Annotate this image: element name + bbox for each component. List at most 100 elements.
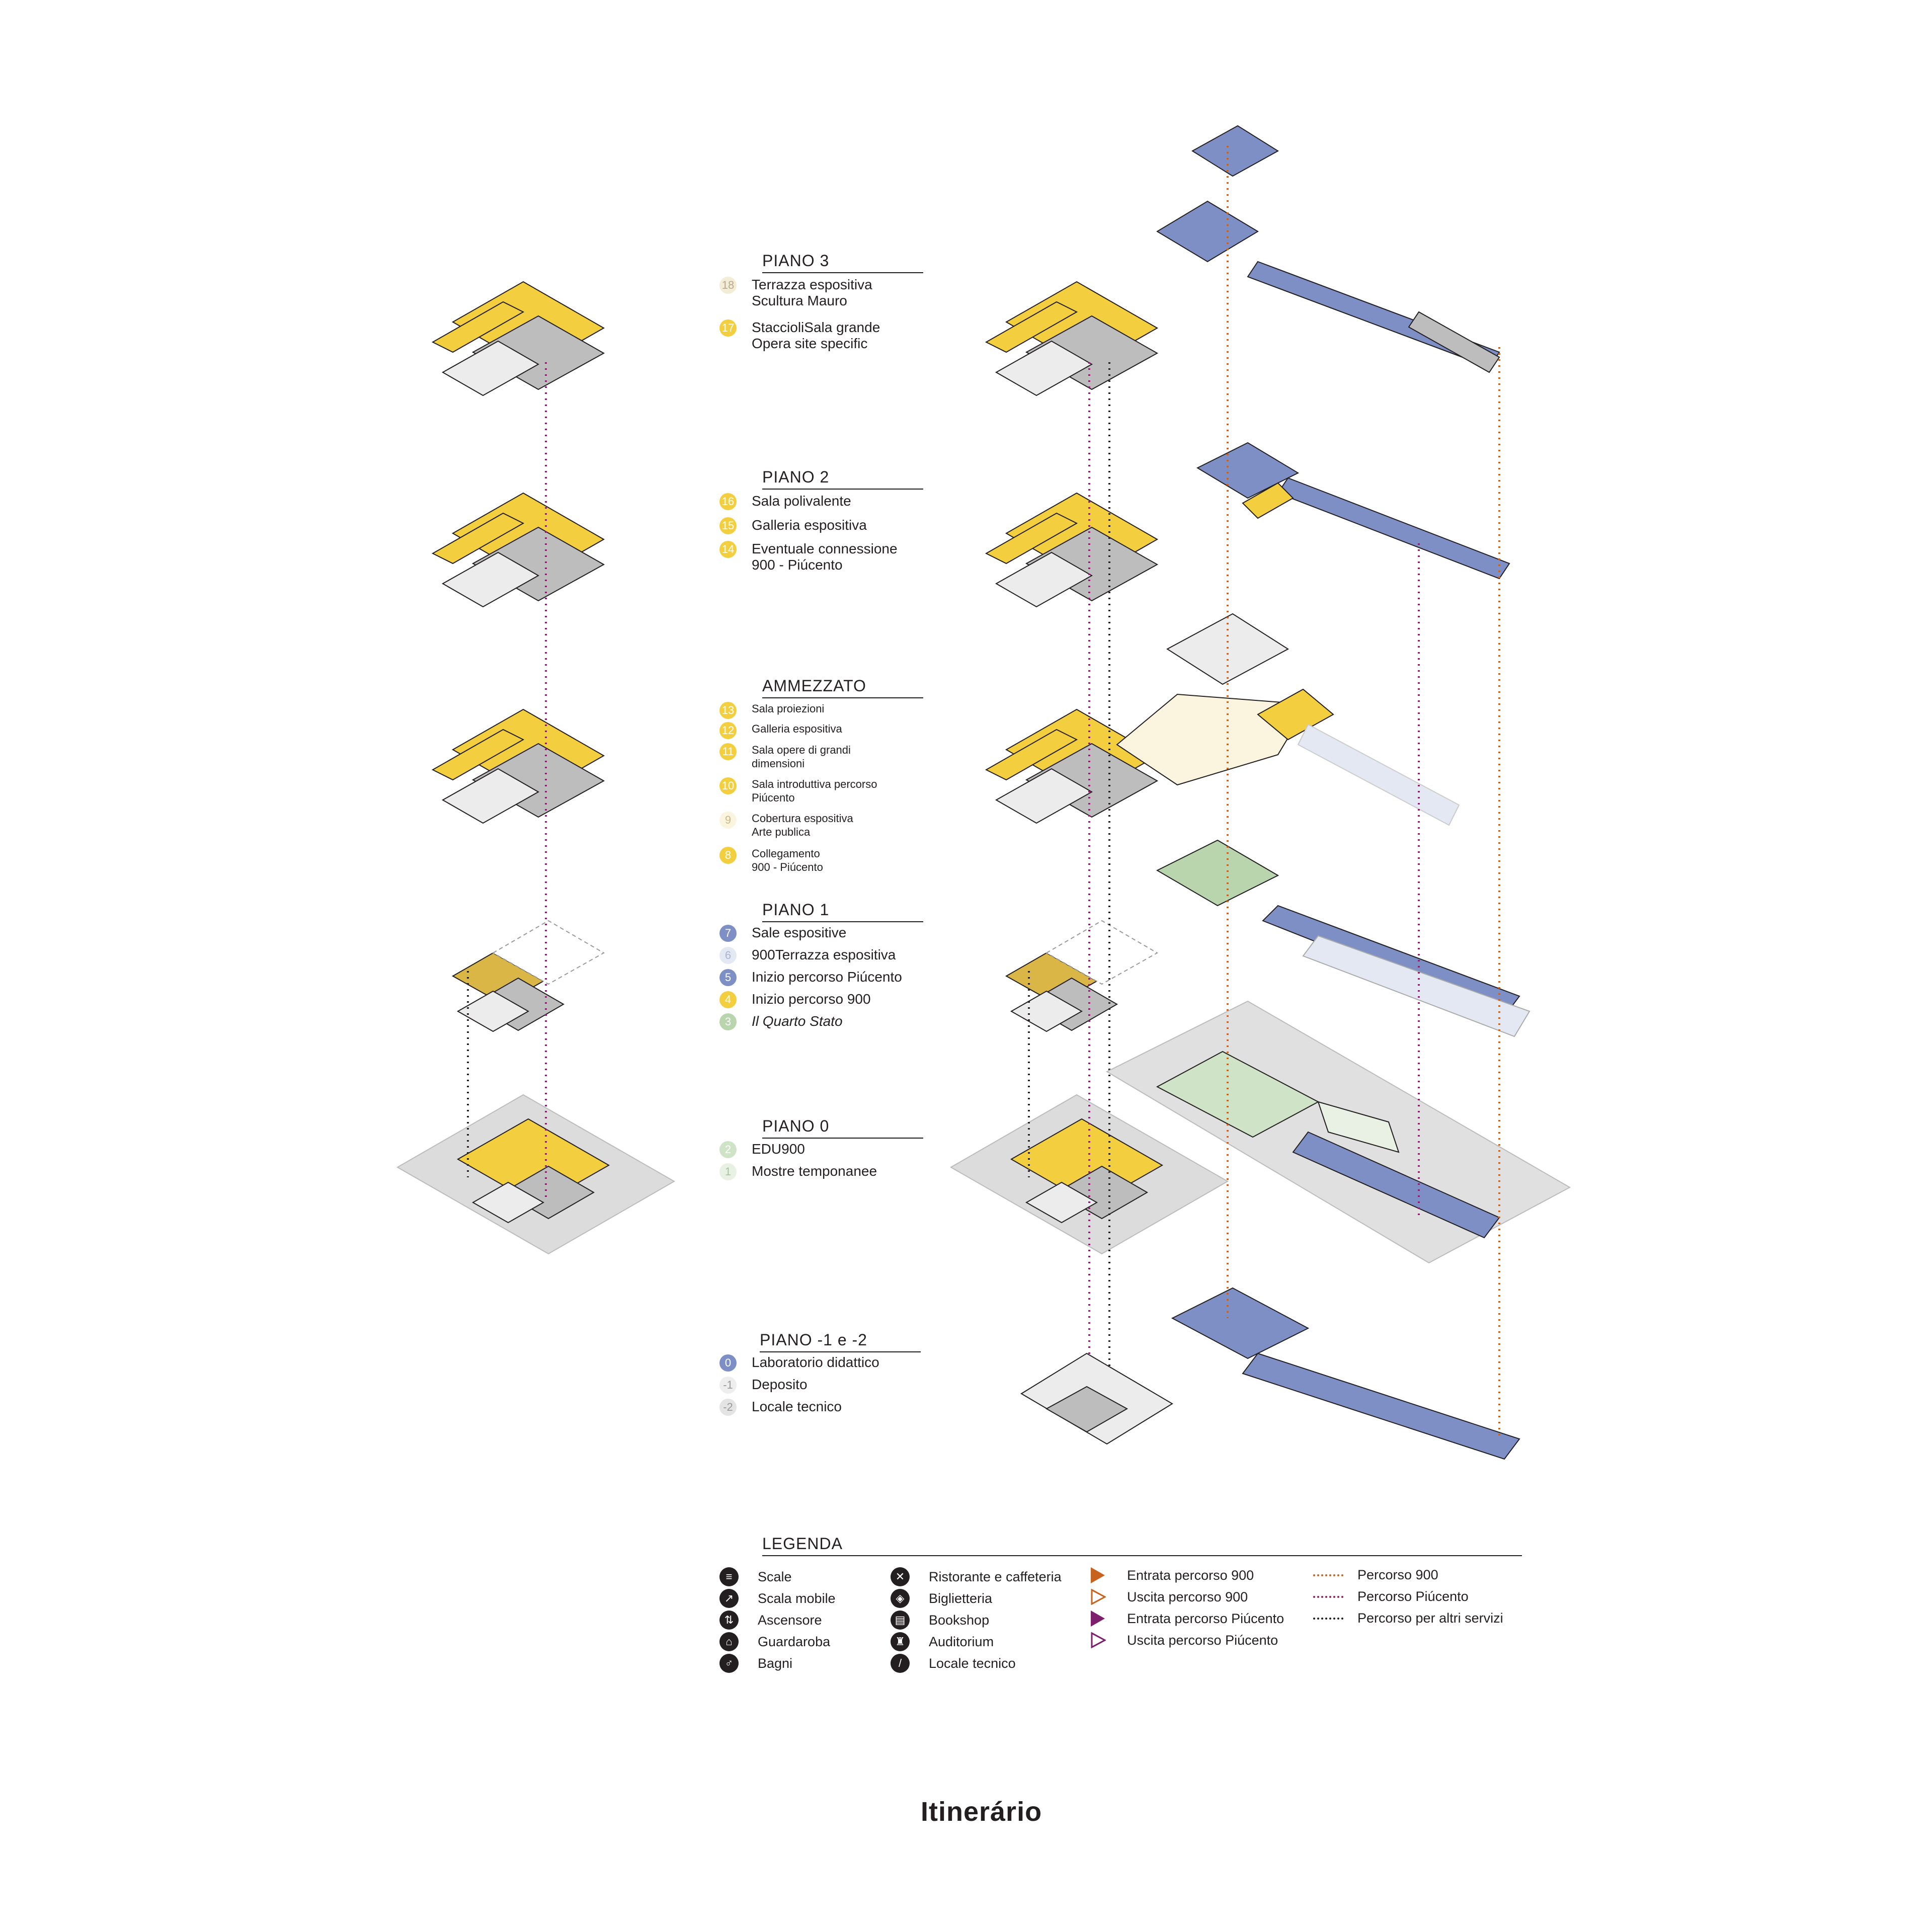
legend-item: Percorso 900 [1313,1567,1438,1583]
legend-label: Percorso 900 [1357,1567,1438,1582]
room-entry: 17 StaccioliSala grande Opera site speci… [719,319,880,352]
legend-item: ✕Ristorante e caffeteria [891,1567,1062,1586]
legend-item: ⇅Ascensore [719,1611,822,1630]
room-label: Eventuale connessione 900 - Piúcento [752,541,898,573]
legend-item: Percorso Piúcento [1313,1589,1469,1604]
room-entry: 13 Sala proiezioni [719,702,824,719]
room-number-badge: 0 [719,1354,737,1372]
room-label: Sala polivalente [752,493,851,509]
wrench-icon: / [891,1654,910,1673]
room-number-badge: 2 [719,1141,737,1158]
escalator-icon: ↗ [719,1589,739,1608]
room-label: Sala introduttiva percorso Piúcento [752,778,877,804]
legend-label: Guardaroba [758,1634,831,1649]
room-label: Locale tecnico [752,1399,842,1414]
right-stack [1105,125,1571,1460]
room-label: Galleria espositiva [752,517,867,533]
room-number-badge: 5 [719,969,737,986]
restroom-icon: ♂ [719,1654,739,1673]
room-number-badge: -2 [719,1399,737,1416]
legend-label: Locale tecnico [929,1655,1016,1671]
floor-title: PIANO 1 [762,901,923,922]
floor-title: PIANO 2 [762,468,923,490]
room-label: Inizio percorso Piúcento [752,969,902,985]
legend-item: ♜ Auditorium [891,1632,994,1651]
legend-item: ↗ Scala mobile [719,1589,836,1608]
page-title: Itinerário [921,1797,1042,1827]
auditorium-icon: ♜ [891,1632,910,1651]
legend-item: Uscita percorso 900 [1091,1589,1248,1605]
legend-item: Percorso per altri servizi [1313,1611,1503,1626]
ticket-icon: ◈ [891,1589,910,1608]
room-number-badge: 15 [719,517,737,534]
legend-item: ♂ Bagni [719,1654,792,1673]
room-number-badge: 1 [719,1163,737,1180]
room-entry: 15 Galleria espositiva [719,517,867,534]
floor-title: PIANO -1 e -2 [760,1331,921,1352]
room-number-badge: 16 [719,493,737,510]
room-label: Galleria espositiva [752,722,842,735]
room-number-badge: 13 [719,702,737,719]
legend-label: Ristorante e caffeteria [929,1569,1062,1584]
exit-piucento-icon [1091,1632,1106,1648]
room-number-badge: 4 [719,991,737,1008]
bookshop-icon: ▤ [891,1611,910,1630]
room-entry: 14 Eventuale connessione 900 - Piúcento [719,541,898,573]
room-label: Cobertura espositiva Arte publica [752,812,853,838]
legend-label: Scale [758,1569,792,1584]
room-label: EDU900 [752,1141,805,1157]
legend-label: Auditorium [929,1634,994,1649]
legend-label: Percorso per altri servizi [1357,1611,1503,1626]
room-number-badge: 8 [719,847,737,864]
room-number-badge: 10 [719,777,737,794]
room-entry: 5 Inizio percorso Piúcento [719,969,902,986]
legend-title: LEGENDA [762,1535,1522,1556]
room-label: Laboratorio didattico [752,1354,879,1370]
stairs-icon: ≡ [719,1567,739,1586]
room-number-badge: 3 [719,1013,737,1030]
room-entry: 16 Sala polivalente [719,493,851,510]
room-label: Sale espositive [752,925,847,940]
room-entry: 0 Laboratorio didattico [719,1354,879,1372]
room-label: 900Terrazza espositiva [752,947,896,962]
room-number-badge: 9 [719,812,737,829]
room-entry: 11 Sala opere di grandi dimensioni [719,743,851,770]
entry-900-icon [1091,1567,1105,1583]
legend-item: Uscita percorso Piúcento [1091,1632,1278,1648]
room-label: Mostre temponanee [752,1163,877,1179]
room-entry: 9 Cobertura espositiva Arte publica [719,812,853,839]
room-number-badge: 6 [719,947,737,964]
room-label: Terrazza espositiva Scultura Mauro [752,277,872,308]
room-label: StaccioliSala grande Opera site specific [752,319,880,351]
legend-label: Uscita percorso 900 [1127,1589,1248,1604]
room-entry: -1 Deposito [719,1377,808,1394]
room-number-badge: 12 [719,722,737,739]
legend-label: Uscita percorso Piúcento [1127,1632,1278,1648]
room-label: Collegamento 900 - Piúcento [752,847,823,873]
legend-item: ⌂Guardaroba [719,1632,830,1651]
entry-piucento-icon [1091,1611,1105,1627]
legend-item: / Locale tecnico [891,1654,1016,1673]
legend-label: Percorso Piúcento [1357,1589,1469,1604]
room-entry: 3 Il Quarto Stato [719,1013,843,1030]
legend-label: Scala mobile [758,1590,836,1606]
room-entry: 12 Galleria espositiva [719,722,842,739]
room-label: Deposito [752,1377,808,1392]
room-entry: 6 900Terrazza espositiva [719,947,896,964]
route-piucento-icon [1313,1595,1343,1598]
legend-item: Entrata percorso 900 [1091,1567,1254,1583]
legend-item: ≡ Scale [719,1567,792,1586]
room-entry: 2 EDU900 [719,1141,805,1158]
room-entry: -2 Locale tecnico [719,1399,842,1416]
legend-label: Bagni [758,1655,793,1671]
room-number-badge: -1 [719,1377,737,1394]
legend-label: Entrata percorso Piúcento [1127,1611,1284,1626]
room-number-badge: 7 [719,925,737,942]
floor-title: AMMEZZATO [762,677,923,698]
left-stack [397,281,675,1254]
route-services-icon [1313,1617,1343,1620]
room-number-badge: 17 [719,319,737,337]
room-label: Inizio percorso 900 [752,991,871,1007]
room-entry: 7 Sale espositive [719,925,846,942]
floor-title: PIANO 0 [762,1117,923,1139]
